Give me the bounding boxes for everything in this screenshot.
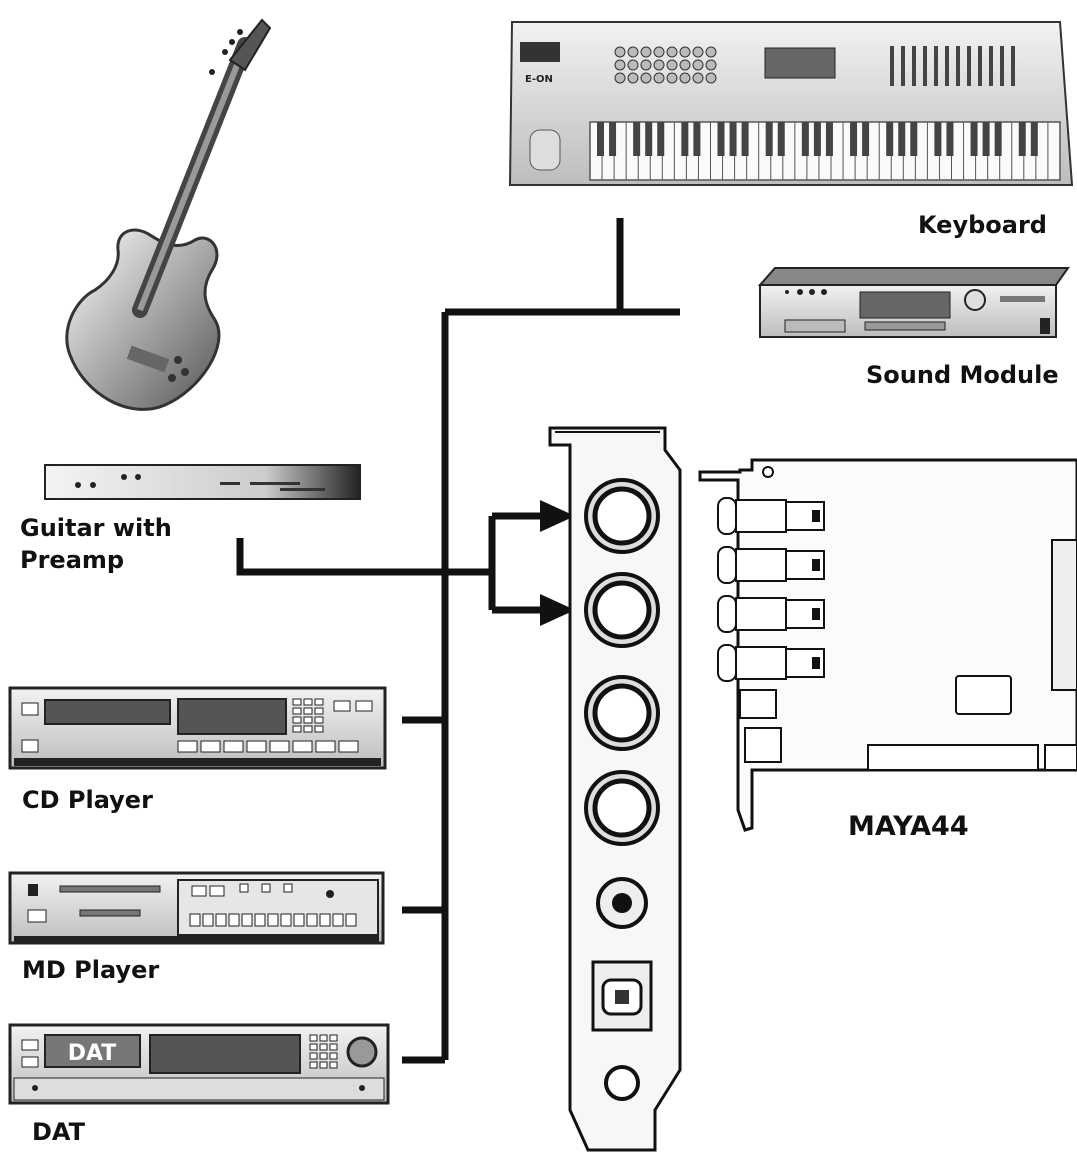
maya44-card-icon [698, 458, 1077, 832]
label-md-player: MD Player [22, 956, 160, 984]
md-player-icon [8, 871, 385, 945]
label-cd-player: CD Player [22, 786, 153, 814]
cd-player-icon [8, 686, 387, 770]
label-dat: DAT [32, 1118, 86, 1146]
dat-panel-text: DAT [68, 1041, 117, 1066]
connection-lines [236, 218, 680, 1064]
keyboard-icon: E-ON [508, 21, 1074, 186]
arrow-head-lower [540, 594, 575, 626]
dat-player-icon: DAT [8, 1023, 390, 1105]
preamp-icon [44, 464, 361, 500]
arrow-head-upper [540, 500, 575, 532]
keyboard-brand-text: E-ON [525, 74, 553, 85]
label-keyboard: Keyboard [918, 211, 1047, 239]
sound-module-icon [757, 267, 1070, 338]
label-guitar-preamp: Guitar with Preamp [20, 514, 172, 574]
card-bracket [548, 426, 682, 1152]
guitar-icon [65, 18, 272, 411]
preamp-cable [236, 538, 492, 576]
label-maya44: MAYA44 [848, 811, 969, 842]
label-sound-module: Sound Module [866, 361, 1059, 389]
